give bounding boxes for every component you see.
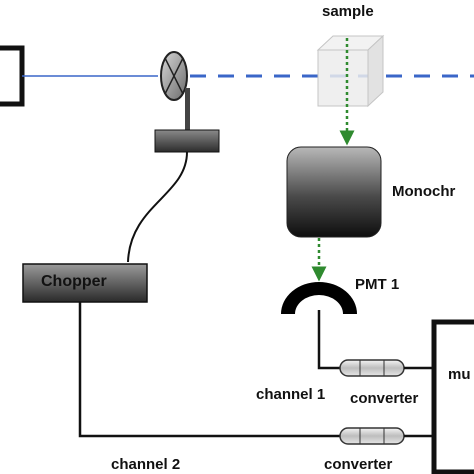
chopper-mount xyxy=(154,129,220,153)
chopper-label: Chopper xyxy=(41,273,107,290)
monochromator-label: Monochr xyxy=(392,183,456,200)
multi-box xyxy=(431,319,474,474)
sample-label: sample xyxy=(322,3,374,20)
converter-2 xyxy=(339,427,405,445)
sample-cuvette xyxy=(316,34,385,108)
laser-source xyxy=(0,45,25,107)
chopper-cable xyxy=(127,151,188,263)
pmt-output-wire xyxy=(317,310,344,370)
converter-2-label: converter xyxy=(324,456,393,473)
pmt-detector xyxy=(281,282,357,314)
channel-2-wire xyxy=(78,302,344,438)
pmt-label: PMT 1 xyxy=(355,276,400,293)
converter-1 xyxy=(339,359,405,377)
chopper-post xyxy=(185,88,190,132)
channel-1-label: channel 1 xyxy=(256,386,326,403)
channel-2-label: channel 2 xyxy=(111,456,181,473)
monochromator-box xyxy=(286,146,382,238)
chopper-controller xyxy=(22,263,148,303)
multi-label: mu xyxy=(448,366,471,383)
chopper-wheel-cross-b xyxy=(164,57,184,95)
converter-1-label: converter xyxy=(350,390,419,407)
